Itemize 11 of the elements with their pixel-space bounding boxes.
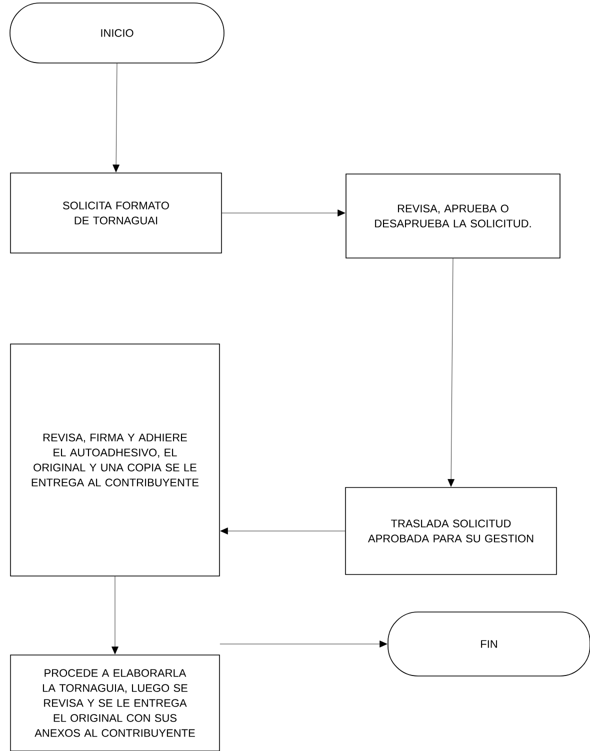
process-box: SOLICITA FORMATO DE TORNAGUAI <box>10 172 222 254</box>
arrow <box>220 640 388 648</box>
arrow <box>112 63 120 172</box>
arrow <box>448 258 455 487</box>
process-box: REVISA, APRUEBA O DESAPRUEBA LA SOLICITUD. <box>346 174 560 258</box>
process-box: TRASLADA SOLICITUD APROBADA PARA SU GESTION <box>345 487 557 575</box>
arrow <box>112 576 118 654</box>
process-box: REVISA, FIRMA Y ADHIERE EL AUTOADHESIVO, EL ORIGINAL Y UNA COPIA SE LE ENTREGA AL CONTRIBUYENTE <box>10 344 220 576</box>
arrow <box>220 528 346 534</box>
process-box: PROCEDE A ELABORARLA LA TORNAGUIA, LUEGO SE REVISA Y SE LE ENTREGA EL ORIGINAL CON SUS ANEXOS AL CONTRIBUYENTE <box>10 654 220 751</box>
arrow <box>222 210 346 216</box>
